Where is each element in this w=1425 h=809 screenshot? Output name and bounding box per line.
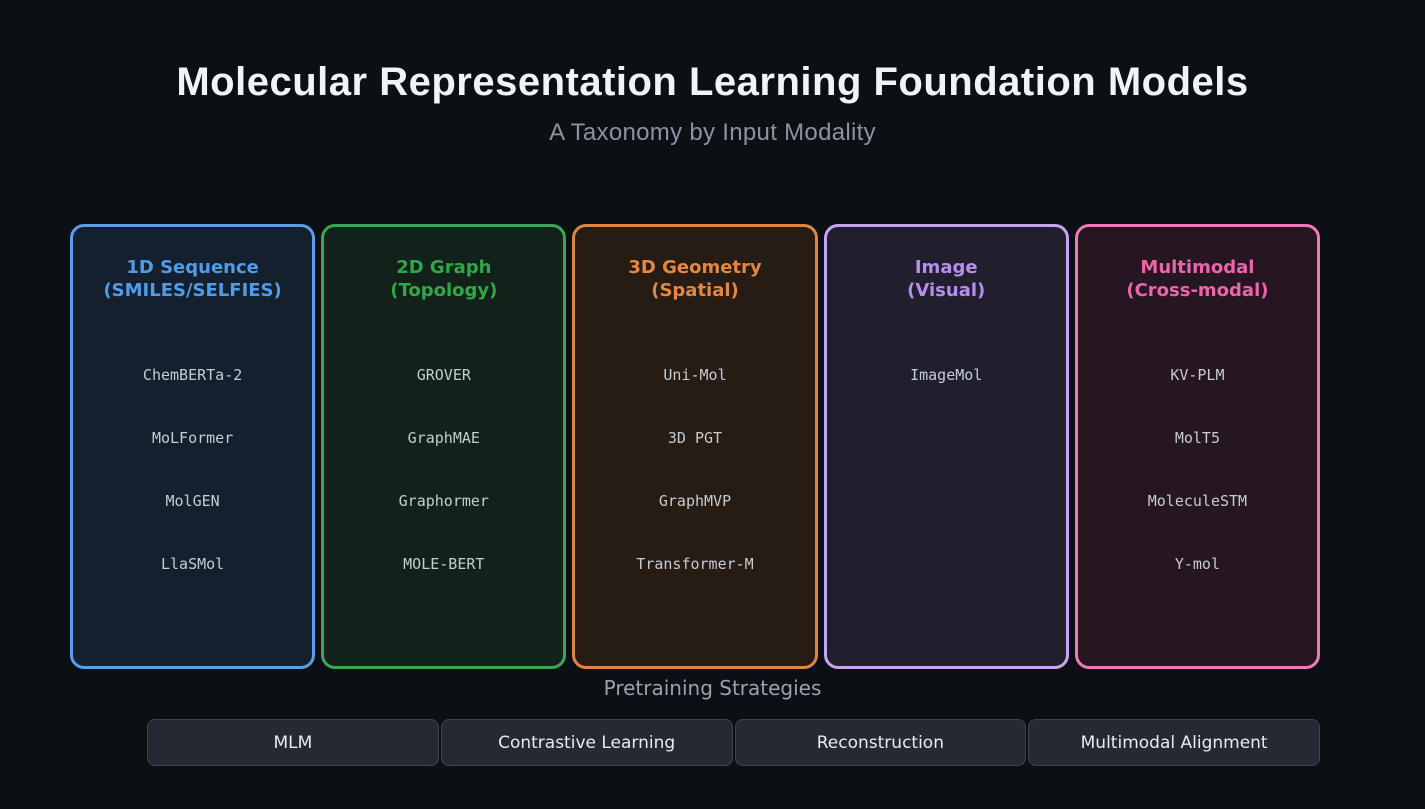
card-title-line1: Image bbox=[914, 257, 978, 278]
model-item: ChemBERTa-2 bbox=[142, 366, 243, 384]
model-item: Y-mol bbox=[1174, 555, 1220, 573]
card-title-line2: (Spatial) bbox=[651, 279, 739, 301]
card-title-line1: Multimodal bbox=[1140, 257, 1255, 278]
model-list: KV-PLM MolT5 MoleculeSTM Y-mol bbox=[1078, 366, 1317, 575]
pretraining-strategies-label: Pretraining Strategies bbox=[603, 676, 822, 700]
modality-cards-row: 1D Sequence (SMILES/SELFIES) ChemBERTa-2… bbox=[70, 224, 1321, 669]
model-item: ImageMol bbox=[910, 366, 983, 384]
model-list: GROVER GraphMAE Graphormer MOLE-BERT bbox=[324, 366, 563, 575]
model-item: GROVER bbox=[416, 366, 471, 384]
card-title: Multimodal (Cross-modal) bbox=[1078, 257, 1317, 302]
model-item: MoLFormer bbox=[151, 429, 234, 447]
page-header: Molecular Representation Learning Founda… bbox=[0, 0, 1425, 147]
card-title-line2: (SMILES/SELFIES) bbox=[103, 279, 282, 301]
model-item: GraphMVP bbox=[658, 492, 732, 510]
pretraining-strategies-row: MLM Contrastive Learning Reconstruction … bbox=[147, 719, 1320, 766]
card-title: 1D Sequence (SMILES/SELFIES) bbox=[73, 257, 312, 302]
model-list: Uni-Mol 3D PGT GraphMVP Transformer-M bbox=[575, 366, 814, 575]
model-item: LlaSMol bbox=[160, 555, 225, 573]
strategy-button-contrastive-learning[interactable]: Contrastive Learning bbox=[440, 719, 733, 766]
card-title-line2: (Visual) bbox=[907, 279, 986, 301]
card-title: 3D Geometry (Spatial) bbox=[575, 257, 814, 302]
card-title-line1: 2D Graph bbox=[396, 257, 492, 278]
card-title-line2: (Topology) bbox=[390, 279, 498, 301]
model-item: KV-PLM bbox=[1170, 366, 1225, 384]
model-item: Graphormer bbox=[398, 492, 489, 510]
strategy-button-reconstruction[interactable]: Reconstruction bbox=[734, 719, 1027, 766]
model-item: MOLE-BERT bbox=[403, 555, 485, 573]
model-item: MolGEN bbox=[165, 492, 220, 510]
model-list: ImageMol bbox=[827, 366, 1066, 386]
card-3d-geometry: 3D Geometry (Spatial) Uni-Mol 3D PGT Gra… bbox=[572, 224, 818, 669]
card-title: 2D Graph (Topology) bbox=[324, 257, 563, 302]
model-item: MoleculeSTM bbox=[1147, 492, 1248, 510]
card-title-line1: 1D Sequence bbox=[126, 257, 259, 278]
page-title: Molecular Representation Learning Founda… bbox=[176, 60, 1249, 104]
strategy-button-mlm[interactable]: MLM bbox=[147, 719, 439, 766]
card-2d-graph: 2D Graph (Topology) GROVER GraphMAE Grap… bbox=[321, 224, 567, 669]
card-title-line1: 3D Geometry bbox=[628, 257, 762, 278]
model-item: Uni-Mol bbox=[663, 366, 727, 384]
card-1d-sequence: 1D Sequence (SMILES/SELFIES) ChemBERTa-2… bbox=[70, 224, 316, 669]
model-list: ChemBERTa-2 MoLFormer MolGEN LlaSMol bbox=[73, 366, 312, 575]
model-item: Transformer-M bbox=[636, 555, 754, 573]
card-title: Image (Visual) bbox=[827, 257, 1066, 302]
model-item: MolT5 bbox=[1174, 429, 1220, 447]
card-title-line2: (Cross-modal) bbox=[1126, 279, 1269, 301]
card-multimodal: Multimodal (Cross-modal) KV-PLM MolT5 Mo… bbox=[1074, 224, 1321, 669]
model-item: 3D PGT bbox=[667, 429, 723, 447]
page-subtitle: A Taxonomy by Input Modality bbox=[549, 119, 876, 146]
card-image: Image (Visual) ImageMol bbox=[823, 224, 1069, 669]
model-item: GraphMAE bbox=[407, 429, 480, 447]
strategy-button-multimodal-alignment[interactable]: Multimodal Alignment bbox=[1028, 719, 1320, 766]
